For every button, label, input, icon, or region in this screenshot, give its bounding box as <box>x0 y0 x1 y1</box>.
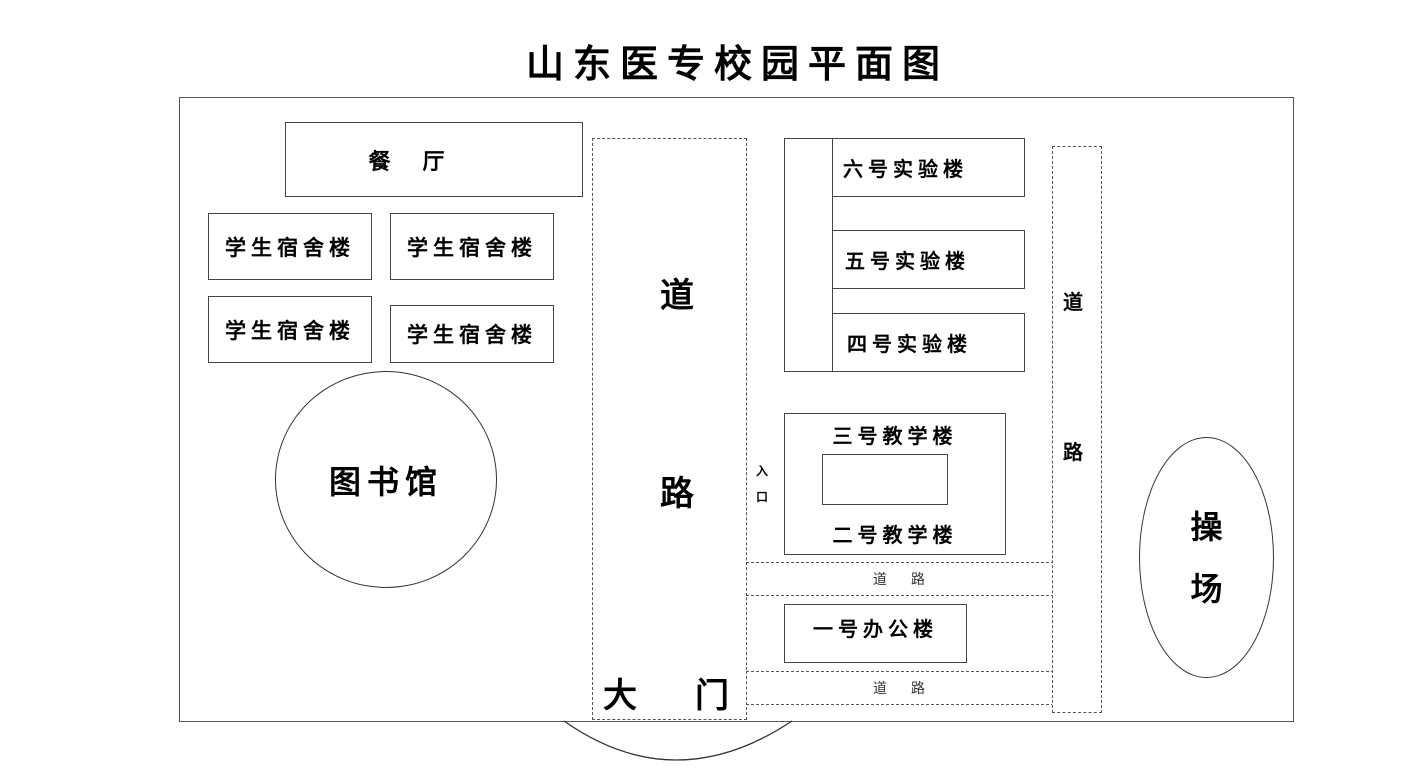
playground-label-2: 场 <box>1190 569 1223 608</box>
dorm-label: 学生宿舍楼 <box>225 317 355 343</box>
canteen[interactable]: 餐 厅 <box>285 122 583 197</box>
teaching-building-3-label: 三号教学楼 <box>832 424 958 448</box>
office-building-1[interactable]: 一号办公楼 <box>784 604 967 663</box>
lab-building-4[interactable]: 四号实验楼 <box>832 313 1025 372</box>
road-char: 路 <box>911 572 927 588</box>
horizontal-road-1: 道路 <box>746 562 1054 596</box>
dorm-building-2[interactable]: 学生宿舍楼 <box>390 213 554 280</box>
entrance-label: 入 口 <box>756 458 768 510</box>
horizontal-road-2: 道路 <box>746 671 1054 705</box>
campus-boundary <box>179 97 1294 722</box>
entrance-char-2: 口 <box>756 490 769 504</box>
dorm-label: 学生宿舍楼 <box>407 322 537 347</box>
road-char: 路 <box>911 681 927 697</box>
east-road-label-2: 路 <box>1063 440 1083 464</box>
road-char: 道 <box>873 572 889 588</box>
lab-connector-wing <box>784 138 833 372</box>
playground[interactable]: 操 场 <box>1139 437 1274 678</box>
teaching-building-2-label: 二号教学楼 <box>832 523 958 547</box>
map-title: 山东医专校园平面图 <box>525 41 949 86</box>
main-road <box>592 138 747 720</box>
east-road <box>1052 146 1102 713</box>
office1-label: 一号办公楼 <box>813 617 938 641</box>
teaching-building-complex[interactable] <box>784 413 1006 555</box>
east-road-label-1: 道 <box>1063 290 1083 314</box>
main-gate-label-1: 大 <box>603 676 637 716</box>
library[interactable]: 图书馆 <box>275 371 497 588</box>
main-gate-label-2: 门 <box>695 676 729 716</box>
lab4-label: 四号实验楼 <box>847 332 972 356</box>
library-label: 图书馆 <box>328 462 443 501</box>
entrance-char-1: 入 <box>756 464 769 478</box>
dorm-building-3[interactable]: 学生宿舍楼 <box>208 296 372 363</box>
road-char: 道 <box>873 681 889 697</box>
dorm-label: 学生宿舍楼 <box>407 234 537 260</box>
gate-arc <box>563 720 793 761</box>
teaching-courtyard <box>822 454 948 505</box>
main-road-label-2: 路 <box>660 474 694 514</box>
dorm-building-1[interactable]: 学生宿舍楼 <box>208 213 372 280</box>
main-road-label-1: 道 <box>660 276 694 316</box>
lab-building-6[interactable]: 六号实验楼 <box>832 138 1025 197</box>
lab6-label: 六号实验楼 <box>843 157 968 181</box>
lab-building-5[interactable]: 五号实验楼 <box>832 230 1025 289</box>
dorm-label: 学生宿舍楼 <box>225 234 355 260</box>
canteen-label: 餐 厅 <box>368 148 450 175</box>
lab5-label: 五号实验楼 <box>845 249 970 273</box>
playground-label-1: 操 <box>1190 507 1223 546</box>
dorm-building-4[interactable]: 学生宿舍楼 <box>390 305 554 363</box>
